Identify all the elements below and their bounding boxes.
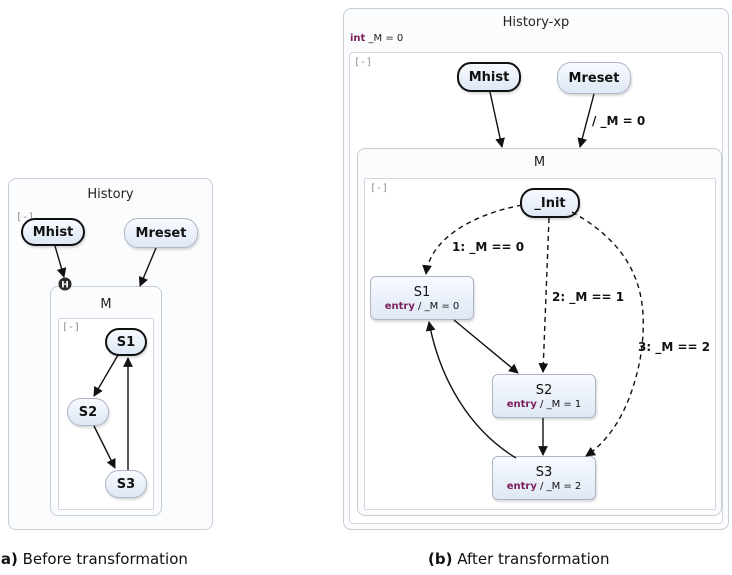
s1-entry-action: / _M = 0 [414,300,460,312]
s2-entry-action: / _M = 1 [536,398,582,410]
edge-right-init-to-s2 [538,217,550,373]
mhist-state-right[interactable]: Mhist [457,62,521,92]
edge-left-mhist-to-history [54,245,67,278]
history-collapse-toggle[interactable]: [-] [16,212,35,223]
mhist-label-right: Mhist [468,69,510,85]
history-xp-collapse-toggle[interactable]: [-] [354,57,373,68]
history-pseudostate-icon: H [58,277,72,291]
s1-entry-keyword: entry [384,300,415,312]
m-right-collapse-toggle[interactable]: [-] [370,183,389,194]
caption-b-prefix: (b) [428,550,453,568]
s2-state-right[interactable]: S2 entry / _M = 1 [492,374,596,418]
edge-right-init-to-s3 [571,211,644,457]
mreset-state-right[interactable]: Mreset [557,62,631,94]
s3-entry: entry / _M = 2 [507,481,582,492]
m-left-collapse-toggle[interactable]: [-] [62,322,81,333]
s1-state-right[interactable]: S1 entry / _M = 0 [370,276,474,320]
s1-name: S1 [413,284,431,300]
edge-left-s2-to-s3 [93,425,116,469]
mreset-state-left[interactable]: Mreset [124,218,198,248]
history-glyph-text: H [61,281,69,291]
decl-text: _M = 0 [365,33,404,44]
s2-name: S2 [535,382,553,398]
s3-state-left[interactable]: S3 [105,470,147,498]
s2-entry-keyword: entry [506,398,537,410]
caption-a: (a) Before transformation [0,550,188,568]
edge-label-guard-1: 1: _M == 0 [452,240,525,254]
s1-label: S1 [116,334,136,350]
edge-right-mhist-to-m [489,91,505,148]
s2-state-left[interactable]: S2 [67,398,109,426]
edge-left-mreset-to-m [138,247,157,287]
init-state[interactable]: _Init [520,188,580,218]
m-region-left-title: M [100,297,112,312]
init-label: _Init [534,195,566,211]
s2-entry: entry / _M = 1 [507,399,582,410]
caption-a-text: Before transformation [17,550,188,568]
decl-keyword: int [350,33,366,44]
m-region-right-title: M [533,155,546,170]
edge-label-mreset-reset: / _M = 0 [592,114,646,128]
caption-b-text: After transformation [452,550,610,568]
edge-right-s1-to-s2 [453,319,519,374]
edge-left-s1-to-s2 [93,354,119,397]
edge-label-guard-3: 3: _M == 2 [638,340,711,354]
s3-name: S3 [535,464,553,480]
s1-entry: entry / _M = 0 [385,301,460,312]
history-xp-region-title: History-xp [502,15,570,30]
mhist-label: Mhist [32,224,74,240]
mreset-label-right: Mreset [568,70,620,86]
variable-declaration: int _M = 0 [350,33,403,44]
edge-label-guard-2: 2: _M == 1 [552,290,625,304]
mreset-label: Mreset [135,225,187,241]
edge-right-s3-to-s1 [425,321,517,459]
caption-a-prefix: (a) [0,550,18,568]
history-region-title: History [87,187,134,202]
s2-label: S2 [78,404,98,420]
s3-state-right[interactable]: S3 entry / _M = 2 [492,456,596,500]
s3-label: S3 [116,476,136,492]
edge-right-mreset-to-m [577,93,595,148]
mhist-state-left[interactable]: Mhist [21,218,85,246]
caption-b: (b) After transformation [428,550,609,568]
s1-state-left[interactable]: S1 [105,328,147,356]
s3-entry-action: / _M = 2 [536,480,582,492]
s3-entry-keyword: entry [506,480,537,492]
